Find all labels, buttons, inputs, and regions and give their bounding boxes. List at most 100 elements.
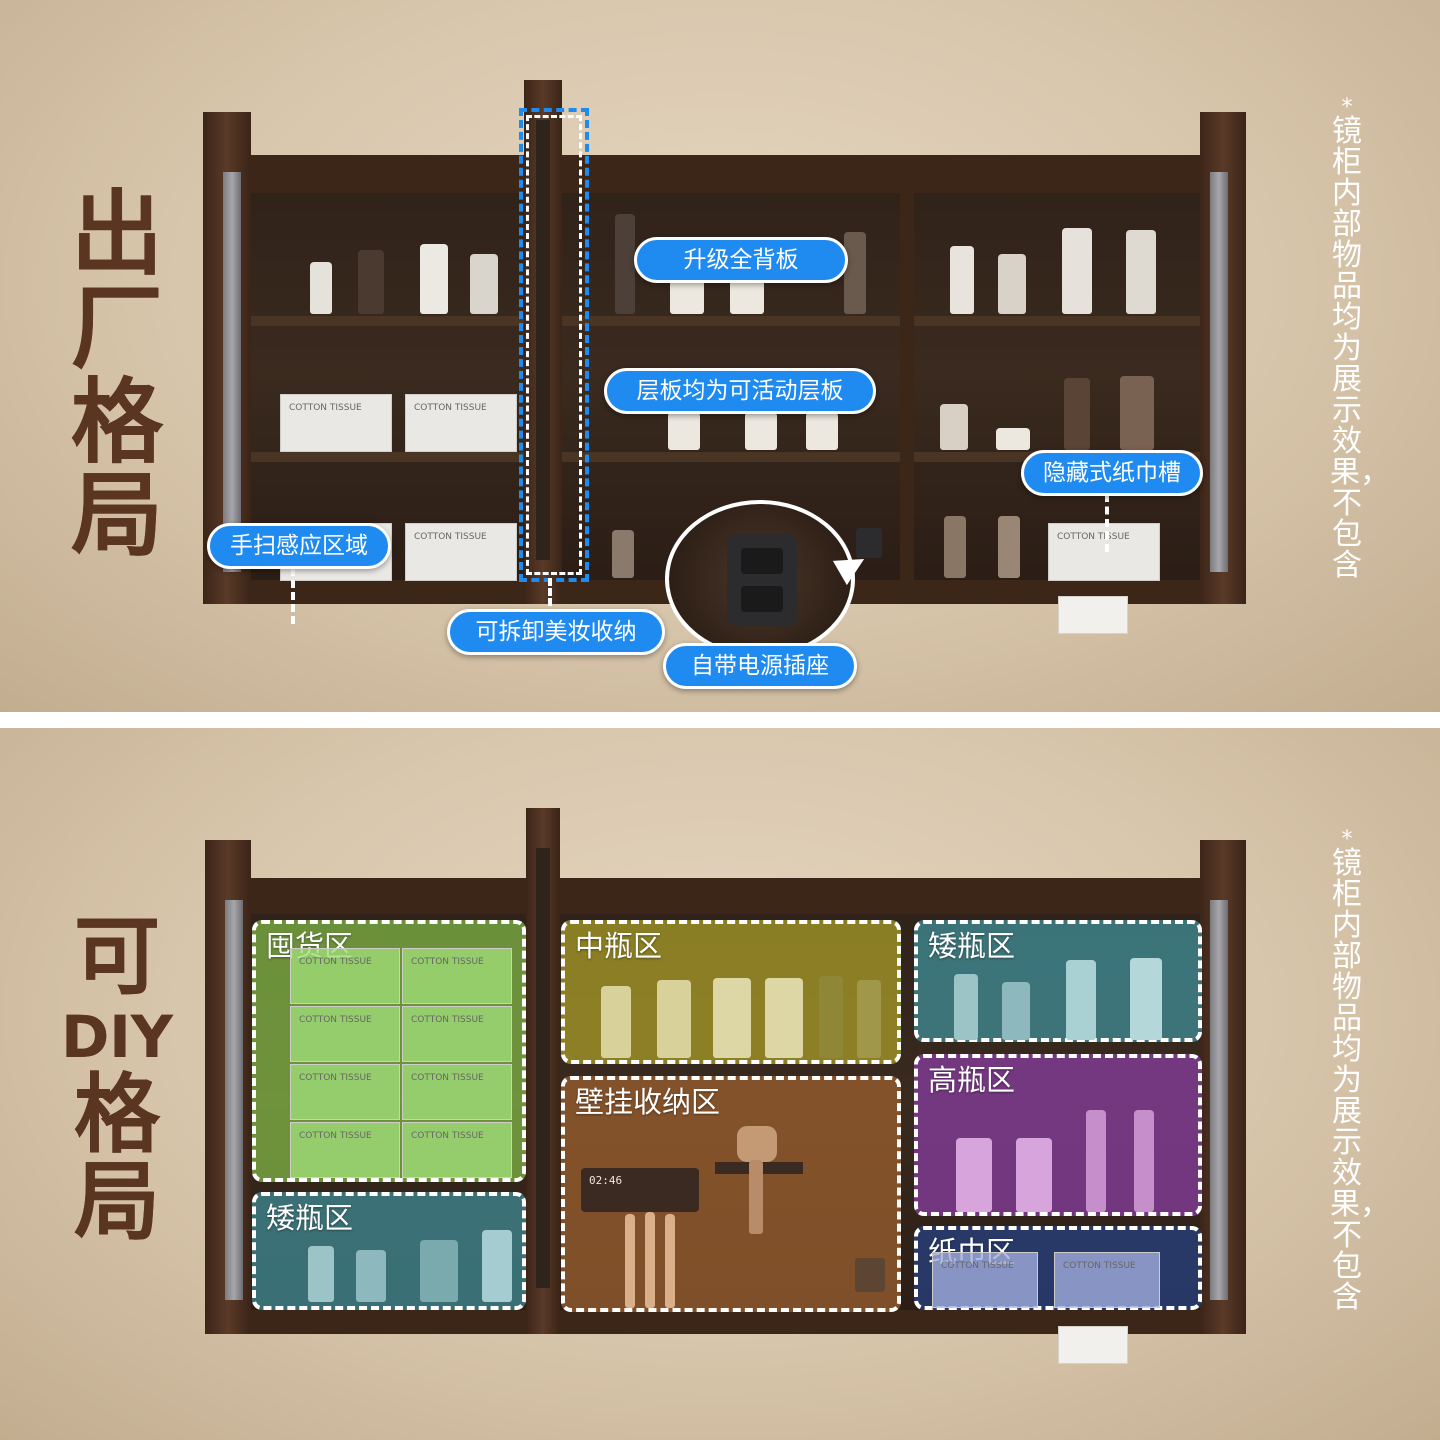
tissue-box-label: COTTON TISSUE bbox=[414, 403, 487, 413]
left-door[interactable] bbox=[205, 840, 251, 1334]
zone-tall-bottles[interactable]: 高瓶区 bbox=[914, 1054, 1202, 1216]
tissue-box: COTTON TISSUE bbox=[405, 394, 517, 452]
door-mirror bbox=[225, 900, 243, 1300]
display-disclaimer: * 镜柜内部物品均为展示效果，不包含 bbox=[1330, 827, 1390, 1314]
zone-short-bottles-right[interactable]: 矮瓶区 bbox=[914, 920, 1202, 1042]
hairdryer-handle bbox=[749, 1160, 763, 1234]
cabinet-top-frame bbox=[250, 878, 1202, 914]
jar bbox=[996, 428, 1030, 450]
bottle bbox=[1130, 958, 1162, 1040]
tissue-box: COTTON TISSUE bbox=[405, 523, 517, 581]
tissue-box: COTTON TISSUE bbox=[1048, 523, 1160, 581]
panel-divider bbox=[0, 712, 1440, 728]
organizer-inner-dash bbox=[526, 115, 582, 575]
tissue-box-label: COTTON TISSUE bbox=[411, 957, 484, 967]
bottle bbox=[806, 412, 838, 450]
title-char: 局 bbox=[70, 462, 163, 570]
callout-full-back-panel: 升级全背板 bbox=[634, 237, 848, 283]
title-char: 厂 bbox=[70, 274, 163, 382]
tissue-box-label: COTTON TISSUE bbox=[289, 403, 362, 413]
power-socket-small bbox=[855, 1258, 885, 1292]
right-door[interactable] bbox=[1200, 840, 1246, 1334]
zone-label: 高瓶区 bbox=[928, 1063, 1016, 1097]
spray-bottle bbox=[1086, 1110, 1106, 1212]
bottle bbox=[420, 1240, 458, 1302]
tissue-slot[interactable] bbox=[1058, 1326, 1128, 1364]
pump-bottle bbox=[956, 1138, 992, 1212]
toothbrush bbox=[645, 1212, 655, 1308]
door-mirror bbox=[1210, 172, 1228, 572]
tissue-box-label: COTTON TISSUE bbox=[941, 1261, 1014, 1271]
bottle bbox=[420, 244, 448, 314]
tissue-box: COTTON TISSUE bbox=[290, 1006, 400, 1062]
removable-organizer-highlight bbox=[519, 108, 589, 582]
tissue-box-label: COTTON TISSUE bbox=[299, 957, 372, 967]
tissue-box: COTTON TISSUE bbox=[290, 1122, 400, 1178]
right-door[interactable] bbox=[1200, 112, 1246, 604]
shelf bbox=[914, 316, 1202, 326]
zone-short-bottles-left[interactable]: 矮瓶区 bbox=[252, 1192, 526, 1310]
bottle bbox=[1062, 228, 1092, 314]
tissue-box-label: COTTON TISSUE bbox=[299, 1131, 372, 1141]
title-char: 出 bbox=[70, 181, 163, 288]
bottle bbox=[482, 1230, 512, 1302]
tissue-box: COTTON TISSUE bbox=[1054, 1252, 1160, 1308]
zone-label: 矮瓶区 bbox=[266, 1201, 354, 1235]
diy-layout-panel: 可 DIY 格 局 * 镜柜内部物品均为展示效果，不包含 囤货区 COTTON … bbox=[0, 728, 1440, 1440]
disclaimer-text: 镜柜内部物品均为展示效果，不包含 bbox=[1330, 114, 1390, 583]
tissue-box: COTTON TISSUE bbox=[280, 394, 392, 452]
callout-built-in-socket: 自带电源插座 bbox=[663, 643, 857, 689]
left-door[interactable] bbox=[203, 112, 251, 604]
bottle bbox=[857, 980, 881, 1058]
bottle bbox=[954, 974, 978, 1040]
hairdryer bbox=[737, 1126, 777, 1162]
center-door[interactable] bbox=[526, 808, 560, 1334]
display-disclaimer: * 镜柜内部物品均为展示效果，不包含 bbox=[1330, 97, 1390, 582]
callout-removable-makeup-storage: 可拆卸美妆收纳 bbox=[447, 609, 665, 655]
tissue-box: COTTON TISSUE bbox=[402, 1064, 512, 1120]
bottle bbox=[998, 254, 1026, 314]
bottle bbox=[470, 254, 498, 314]
toothbrush bbox=[665, 1214, 675, 1308]
bottle bbox=[601, 986, 631, 1058]
disclaimer-star: * bbox=[1341, 827, 1353, 852]
door-mirror bbox=[1210, 900, 1228, 1300]
bottle bbox=[950, 246, 974, 314]
bottle bbox=[308, 1246, 334, 1302]
zone-medium-bottles[interactable]: 中瓶区 bbox=[561, 920, 901, 1064]
zone-stockpile[interactable]: 囤货区 COTTON TISSUE COTTON TISSUE COTTON T… bbox=[252, 920, 526, 1182]
callout-hand-sweep-sensor: 手扫感应区域 bbox=[207, 523, 391, 569]
bottle bbox=[1064, 378, 1090, 450]
toothbrush bbox=[625, 1214, 635, 1308]
tissue-box: COTTON TISSUE bbox=[402, 948, 512, 1004]
diy-layout-title: 可 DIY 格 局 bbox=[52, 913, 182, 1247]
cabinet-divider bbox=[900, 193, 914, 588]
title-char: 格 bbox=[74, 1064, 160, 1165]
bottle bbox=[765, 978, 803, 1058]
door-organizer bbox=[536, 120, 550, 560]
door-organizer bbox=[536, 848, 550, 1288]
tissue-box: COTTON TISSUE bbox=[290, 1064, 400, 1120]
callout-hidden-tissue-slot: 隐藏式纸巾槽 bbox=[1021, 450, 1203, 496]
callout-connector bbox=[548, 578, 552, 606]
center-door[interactable] bbox=[524, 80, 562, 604]
shelf bbox=[250, 316, 900, 326]
tissue-slot[interactable] bbox=[1058, 596, 1128, 634]
zone-label: 矮瓶区 bbox=[928, 929, 1016, 963]
bottle bbox=[657, 980, 691, 1058]
bottle bbox=[612, 530, 634, 578]
bottle bbox=[1120, 376, 1154, 450]
zone-label: 中瓶区 bbox=[575, 929, 663, 963]
tissue-box-label: COTTON TISSUE bbox=[1057, 532, 1130, 542]
zone-tissue[interactable]: 纸巾区 COTTON TISSUE COTTON TISSUE bbox=[914, 1226, 1202, 1310]
cabinet-bottom-frame bbox=[250, 1310, 1202, 1334]
factory-layout-title: 出 厂 格 局 bbox=[62, 188, 172, 563]
callout-connector bbox=[1105, 494, 1109, 552]
cabinet-top-frame bbox=[250, 155, 1202, 193]
tissue-box-label: COTTON TISSUE bbox=[411, 1131, 484, 1141]
socket-outlet bbox=[741, 586, 783, 612]
title-char: DIY bbox=[61, 1002, 173, 1071]
zone-wall-mounted-storage[interactable]: 壁挂收纳区 02:46 bbox=[561, 1076, 901, 1312]
tissue-box: COTTON TISSUE bbox=[402, 1122, 512, 1178]
tissue-box: COTTON TISSUE bbox=[402, 1006, 512, 1062]
